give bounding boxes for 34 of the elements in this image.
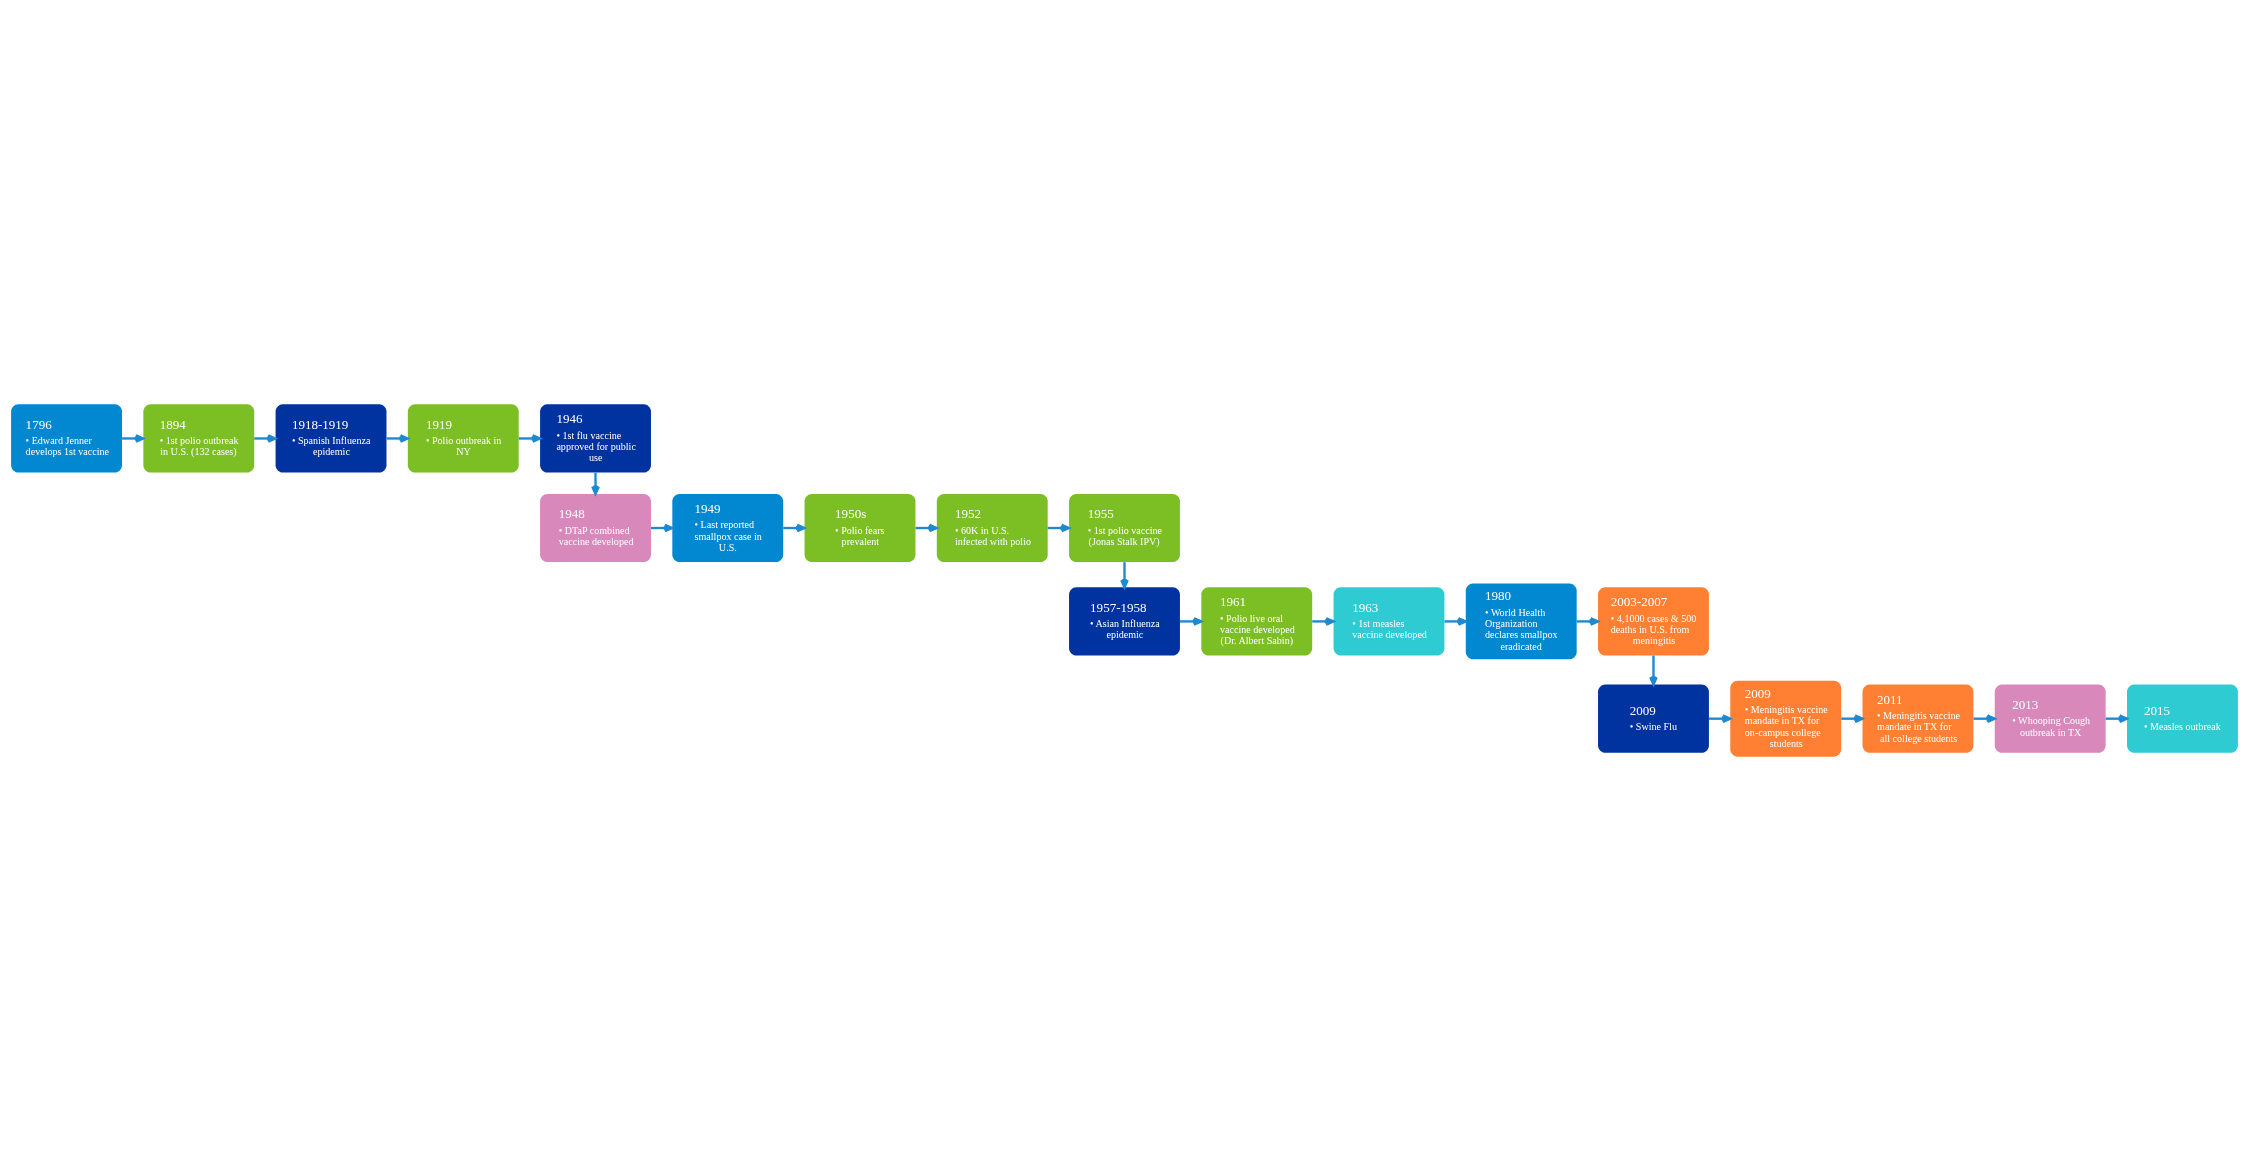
node-box: 1963 • 1st measles vaccine developed: [1333, 587, 1445, 656]
arrow: [2105, 714, 2129, 724]
node-box: 1950s • Polio fears prevalent: [804, 493, 916, 563]
arrow: [254, 434, 277, 443]
node-box: 1946 • 1st flu vaccine approved for public use: [540, 404, 651, 473]
node-box: 2015 • Measles outbreak: [2127, 684, 2238, 753]
arrow: [1312, 617, 1335, 626]
node-box: 1980 • World Health Organization declares smallpox eradicated: [1465, 583, 1577, 660]
arrow: [518, 434, 542, 443]
node-box: 1957-1958 • Asian Influenza epidemic: [1069, 587, 1180, 656]
node-box: 2013 • Whooping Cough outbreak in TX: [1994, 684, 2106, 753]
node-box: 1961 • Polio live oral vaccine developed (Dr. Albert Sabin): [1201, 587, 1313, 656]
node-box: 1894 • 1st polio outbreak in U.S. (132 cases): [143, 404, 255, 473]
node-box: 1949 • Last reported smallpox case in U.S.: [672, 493, 784, 563]
arrow: [122, 434, 145, 443]
node-box: 1948 • DTaP combined vaccine developed: [540, 493, 651, 563]
arrow: [1576, 617, 1600, 626]
arrow: [1973, 714, 1996, 724]
node-box: 2011 • Meningitis vaccine mandate in TX for all college students: [1862, 684, 1974, 753]
node-box: 2003-2007 • 4,1000 cases & 500 deaths in U.S. from meningitis: [1598, 587, 1709, 656]
node-box: 2009 • Swine Flu: [1598, 684, 1709, 753]
node-box: 1955 • 1st polio vaccine (Jonas Stalk IPV): [1069, 493, 1180, 563]
node-box: 1919 • Polio outbreak in NY: [407, 404, 519, 473]
arrow: [1180, 617, 1203, 626]
arrow: [386, 434, 409, 443]
arrow: [1444, 617, 1467, 626]
arrow: [1120, 562, 1129, 589]
arrow: [1709, 714, 1732, 724]
node-box: 1796 • Edward Jenner develops 1st vaccine: [11, 404, 122, 473]
arrow: [1841, 714, 1864, 724]
node-box: 1952 • 60K in U.S. infected with polio: [936, 493, 1048, 563]
arrow: [1649, 655, 1658, 686]
node-box: 2009 • Meningitis vaccine mandate in TX for on-campus college students: [1730, 680, 1842, 757]
node-box: 1918-1919 • Spanish Influenza epidemic: [275, 404, 387, 473]
